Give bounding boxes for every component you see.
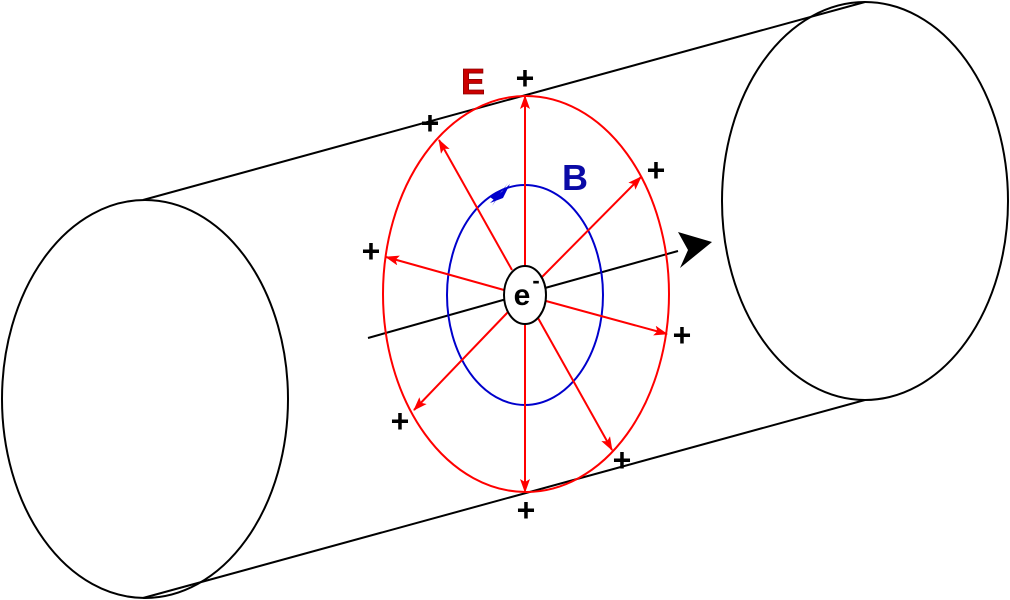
e-arrow-right [545, 300, 668, 336]
e-arrow-up-left [438, 139, 513, 271]
plus-sign: + [421, 105, 440, 141]
plus-sign: + [391, 403, 410, 439]
e-arrow-down-right [537, 317, 613, 451]
plus-sign: + [362, 233, 381, 269]
e-arrow-up-right [541, 176, 642, 278]
cylinder-top-edge [142, 1, 866, 201]
plus-sign: + [516, 60, 535, 96]
plus-sign: + [647, 152, 666, 188]
e-arrow-down-left [413, 311, 509, 411]
plus-sign: + [613, 442, 632, 478]
cylinder-left-end [1, 199, 289, 599]
electron-charge: - [532, 268, 539, 293]
electron-circle [503, 265, 547, 325]
b-field-label: B [562, 157, 588, 198]
positive-charges: + + + + + + + + [362, 60, 692, 528]
plus-sign: + [517, 492, 536, 528]
e-arrow-left [385, 255, 505, 291]
plus-sign: + [673, 317, 692, 353]
motion-arrow [367, 232, 712, 339]
e-field-arrows [385, 95, 668, 493]
cylinder-right-end [721, 1, 1009, 401]
electron: e - [503, 265, 547, 325]
electron-label: e [514, 279, 531, 312]
motion-arrowhead [678, 232, 712, 268]
e-field-label: E [461, 61, 485, 102]
cylinder-bottom-edge [142, 399, 866, 599]
